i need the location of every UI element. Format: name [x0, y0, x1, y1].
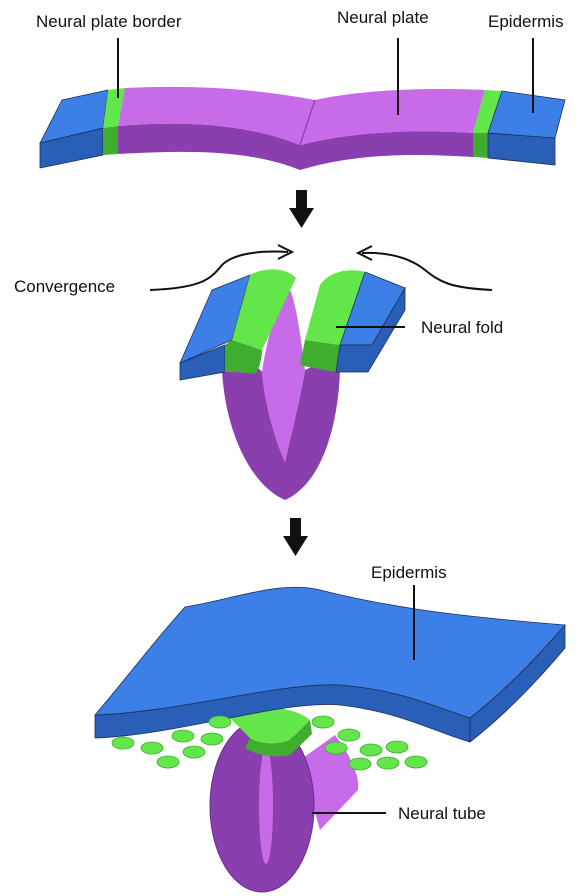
neural-crest-cell	[183, 746, 205, 758]
neural-crest-cell	[377, 757, 399, 769]
neural-crest-cell	[112, 737, 134, 749]
neural-crest-cell	[338, 729, 360, 741]
border-right-side	[473, 133, 488, 158]
neural-crest-cell	[349, 758, 371, 770]
label-epidermis-bottom: Epidermis	[371, 563, 447, 582]
label-convergence: Convergence	[14, 277, 115, 296]
label-neural-plate: Neural plate	[337, 8, 429, 27]
neural-crest-cell	[325, 742, 347, 754]
neural-crest-cell	[141, 742, 163, 754]
stage-neural-plate	[40, 87, 565, 170]
neural-crest-cell	[360, 744, 382, 756]
stage-neural-folds	[180, 269, 405, 500]
neural-crest-cell	[312, 716, 334, 728]
neural-tube-lumen	[259, 748, 273, 864]
neural-crest-cell	[386, 741, 408, 753]
right-fold-border-side	[300, 340, 340, 372]
neural-crest-cell	[201, 733, 223, 745]
stage-neural-tube	[95, 587, 565, 892]
down-arrow-1	[289, 190, 314, 228]
neural-crest-cell	[209, 716, 231, 728]
neural-crest-cell	[405, 756, 427, 768]
border-left-side	[103, 126, 118, 155]
down-arrow-2	[283, 518, 308, 556]
epidermis-right-side	[488, 133, 555, 165]
neural-crest-cell	[157, 756, 179, 768]
label-neural-plate-border: Neural plate border	[36, 12, 182, 31]
label-epidermis-top: Epidermis	[488, 12, 564, 31]
label-neural-tube: Neural tube	[398, 804, 486, 823]
neural-crest-cell	[172, 730, 194, 742]
epidermis-right-top	[488, 91, 565, 138]
label-neural-fold: Neural fold	[421, 318, 503, 337]
